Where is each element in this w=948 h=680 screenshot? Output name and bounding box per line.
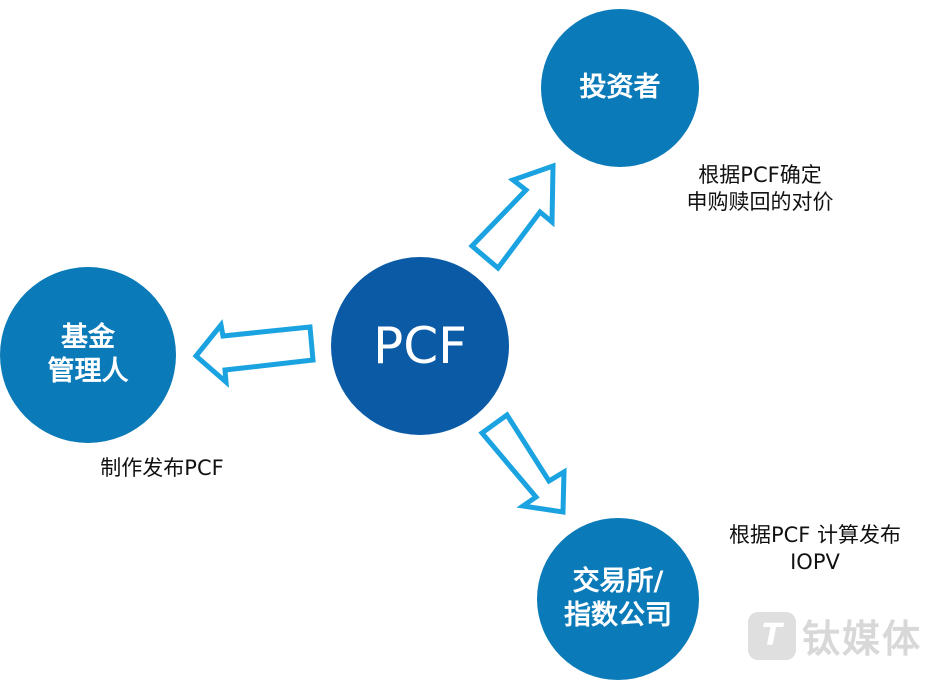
exchange-note: 根据PCF 计算发布 IOPV [700,522,930,577]
arrow-to-investor [468,162,556,272]
arrow-to-exchange [478,411,567,515]
exchange-note-line2: IOPV [790,550,840,575]
watermark-text: 钛媒体 [802,617,923,661]
manager-note: 制作发布PCF [62,455,262,482]
fund-manager-label-line2: 管理人 [47,356,129,387]
fund-manager-node: 基金 管理人 [0,267,176,443]
fund-manager-label-line1: 基金 [61,322,115,354]
investor-label: 投资者 [579,72,661,104]
exchange-note-line1: 根据PCF 计算发布 [728,523,902,547]
pcf-label: PCF [373,316,467,375]
investor-node: 投资者 [541,9,699,167]
exchange-label-line1: 交易所/ [572,566,664,598]
investor-note-line2: 申购赎回的对价 [686,190,834,215]
exchange-node: 交易所/ 指数公司 [537,518,699,680]
fund-manager-label: 基金 管理人 [48,321,129,389]
arrow-to-manager [192,319,316,388]
investor-note-line1: 根据PCF确定 [698,163,822,187]
exchange-label: 交易所/ 指数公司 [564,565,672,633]
manager-note-line1: 制作发布PCF [100,456,224,480]
pcf-center-node: PCF [331,257,509,435]
investor-note: 根据PCF确定 申购赎回的对价 [660,162,860,217]
tmtpost-logo-icon: T [748,611,796,660]
watermark: T 钛媒体 [748,608,922,663]
exchange-label-line2: 指数公司 [564,600,672,631]
